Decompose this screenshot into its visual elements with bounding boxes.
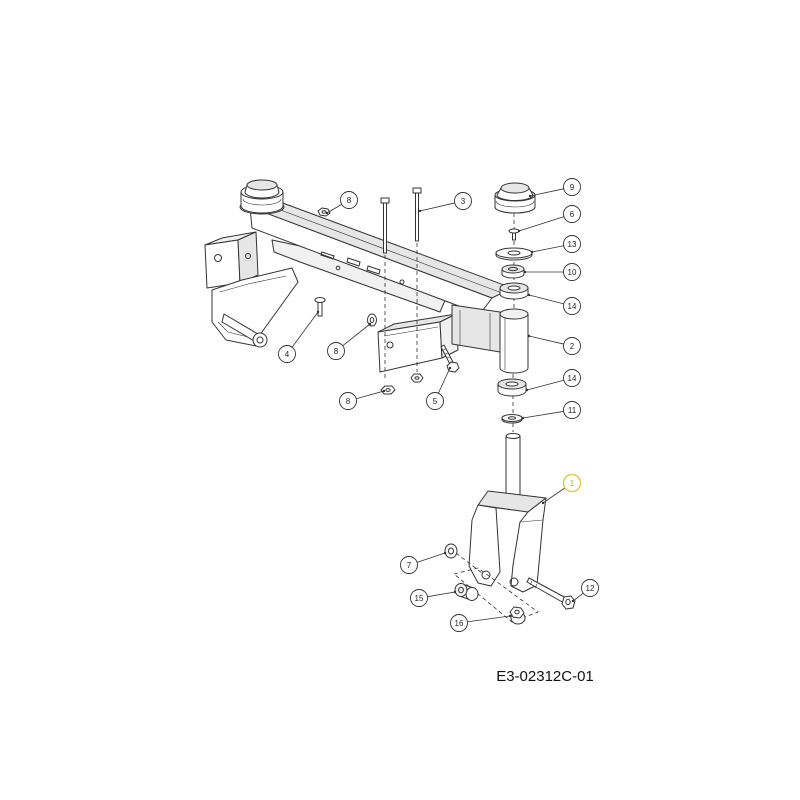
callout-14-upper: 14 bbox=[527, 293, 581, 315]
callout-label: 3 bbox=[461, 197, 466, 206]
bearing-14-upper bbox=[499, 282, 529, 300]
assembly-dash-box bbox=[453, 567, 539, 623]
callout-label: 15 bbox=[415, 594, 424, 603]
washer-13 bbox=[495, 247, 533, 261]
right-bumper bbox=[494, 182, 536, 214]
callout-label: 7 bbox=[407, 561, 412, 570]
long-bolt-b bbox=[412, 187, 422, 372]
washer-11 bbox=[501, 414, 523, 424]
callout-label: 16 bbox=[455, 619, 464, 628]
nut-lower-right bbox=[410, 373, 424, 383]
drawing-number: E3-02312C-01 bbox=[496, 668, 594, 685]
callout-label: 11 bbox=[568, 406, 577, 415]
callout-label: 8 bbox=[346, 397, 351, 406]
left-bumper bbox=[239, 179, 285, 215]
callout-label: 12 bbox=[586, 584, 595, 593]
left-link-plates bbox=[211, 267, 299, 348]
callout-13: 13 bbox=[530, 235, 581, 254]
nut-16 bbox=[509, 606, 526, 625]
callout-15: 15 bbox=[410, 589, 457, 607]
callout-11: 11 bbox=[521, 401, 581, 420]
callout-7: 7 bbox=[400, 551, 447, 574]
callout-12: 12 bbox=[571, 579, 599, 603]
callout-9: 9 bbox=[528, 178, 581, 198]
callout-label: 1 bbox=[570, 479, 575, 488]
long-bolt-a bbox=[380, 197, 390, 380]
callout-3: 3 bbox=[418, 192, 472, 213]
right-bracket bbox=[377, 313, 459, 373]
callout-label: 10 bbox=[568, 268, 577, 277]
bolt-5 bbox=[440, 344, 460, 373]
bolt-6 bbox=[508, 228, 520, 241]
callout-10: 10 bbox=[523, 263, 581, 281]
callout-1-highlighted: 1 bbox=[541, 473, 582, 505]
bolt-4 bbox=[314, 297, 326, 317]
callout-6: 6 bbox=[517, 205, 581, 233]
nut-8-bottom bbox=[380, 385, 396, 395]
washer-7 bbox=[444, 543, 458, 559]
callout-5: 5 bbox=[426, 366, 452, 410]
pivot-tube-2 bbox=[499, 308, 529, 374]
callout-4: 4 bbox=[278, 310, 320, 363]
callout-label: 5 bbox=[433, 397, 438, 406]
callout-label: 8 bbox=[334, 347, 339, 356]
callout-label: 13 bbox=[568, 240, 577, 249]
callout-14-lower: 14 bbox=[525, 369, 581, 392]
bearing-14-lower bbox=[497, 378, 527, 397]
callout-label: 2 bbox=[570, 342, 575, 351]
callout-label: 9 bbox=[570, 183, 575, 192]
callout-label: 6 bbox=[570, 210, 575, 219]
axle-centerline bbox=[455, 552, 483, 574]
callout-label: 4 bbox=[285, 350, 290, 359]
callout-16: 16 bbox=[450, 614, 512, 632]
callout-8-top: 8 bbox=[325, 191, 358, 215]
callout-label: 14 bbox=[568, 374, 577, 383]
fork-spindle bbox=[468, 433, 547, 593]
callout-8-mid: 8 bbox=[327, 322, 372, 360]
callout-label: 8 bbox=[347, 196, 352, 205]
callout-label: 14 bbox=[568, 302, 577, 311]
right-fin-plate bbox=[451, 304, 501, 353]
nut-10 bbox=[501, 264, 525, 279]
axle-beam bbox=[249, 198, 513, 315]
left-bracket bbox=[204, 231, 259, 289]
callout-2: 2 bbox=[527, 334, 581, 355]
bushing-15 bbox=[454, 583, 479, 601]
callout-8-bottom: 8 bbox=[339, 389, 386, 410]
bolt-12 bbox=[526, 577, 576, 610]
